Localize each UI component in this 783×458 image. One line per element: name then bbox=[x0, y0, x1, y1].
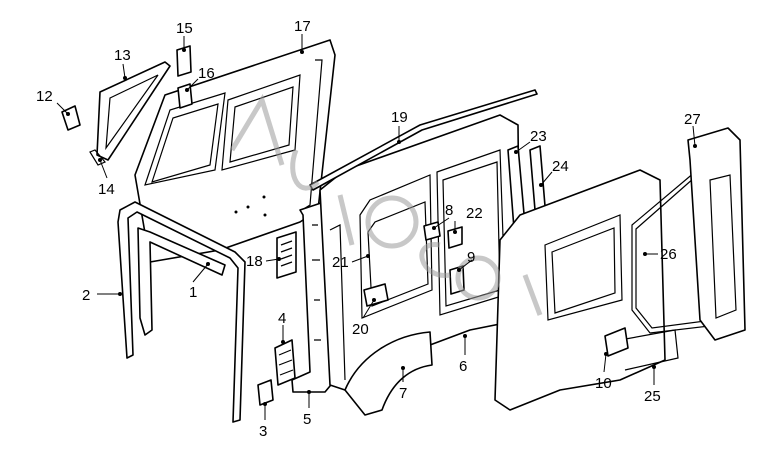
hinge-part-8 bbox=[423, 221, 441, 241]
callout-labels: 1 2 3 4 5 6 7 8 9 10 12 13 14 15 16 17 1… bbox=[36, 18, 701, 440]
callout-4: 4 bbox=[278, 310, 286, 327]
callout-1: 1 bbox=[189, 284, 197, 301]
callout-2: 2 bbox=[82, 287, 90, 304]
catch-part-12 bbox=[61, 105, 81, 131]
callout-12: 12 bbox=[36, 88, 53, 105]
callout-19: 19 bbox=[391, 109, 408, 126]
callout-20: 20 bbox=[352, 321, 369, 338]
callout-10: 10 bbox=[595, 375, 612, 392]
bracket-part-18 bbox=[276, 231, 297, 279]
callout-16: 16 bbox=[198, 65, 215, 82]
door-frame-part-1 bbox=[137, 227, 226, 336]
cover-part-10 bbox=[604, 327, 629, 357]
callout-14: 14 bbox=[98, 181, 115, 198]
callout-25: 25 bbox=[644, 388, 661, 405]
callout-5: 5 bbox=[303, 411, 311, 428]
callout-17: 17 bbox=[294, 18, 311, 35]
door-seal-part-2 bbox=[117, 201, 246, 423]
latch-part-20 bbox=[363, 283, 389, 307]
callout-18: 18 bbox=[246, 253, 263, 270]
callout-23: 23 bbox=[530, 128, 547, 145]
callout-15: 15 bbox=[176, 20, 193, 37]
callout-27: 27 bbox=[684, 111, 701, 128]
callout-3: 3 bbox=[259, 423, 267, 440]
callout-26: 26 bbox=[660, 246, 677, 263]
hinge-part-22 bbox=[447, 226, 463, 249]
cant-rail-part-19 bbox=[309, 89, 538, 191]
glass-seal-part-14 bbox=[89, 149, 106, 166]
wheel-arch-part-7 bbox=[344, 331, 433, 416]
watermark bbox=[229, 93, 543, 316]
callout-6: 6 bbox=[459, 358, 467, 375]
callout-24: 24 bbox=[552, 158, 569, 175]
reflector-part-3 bbox=[257, 379, 274, 406]
callout-21: 21 bbox=[332, 254, 349, 271]
rear-door-part-27 bbox=[687, 127, 746, 341]
callout-13: 13 bbox=[114, 47, 131, 64]
callout-9: 9 bbox=[467, 249, 475, 266]
callout-7: 7 bbox=[399, 385, 407, 402]
callout-22: 22 bbox=[466, 205, 483, 222]
callout-8: 8 bbox=[445, 202, 453, 219]
clip-part-15 bbox=[176, 45, 192, 77]
leader-lines bbox=[56, 34, 697, 420]
